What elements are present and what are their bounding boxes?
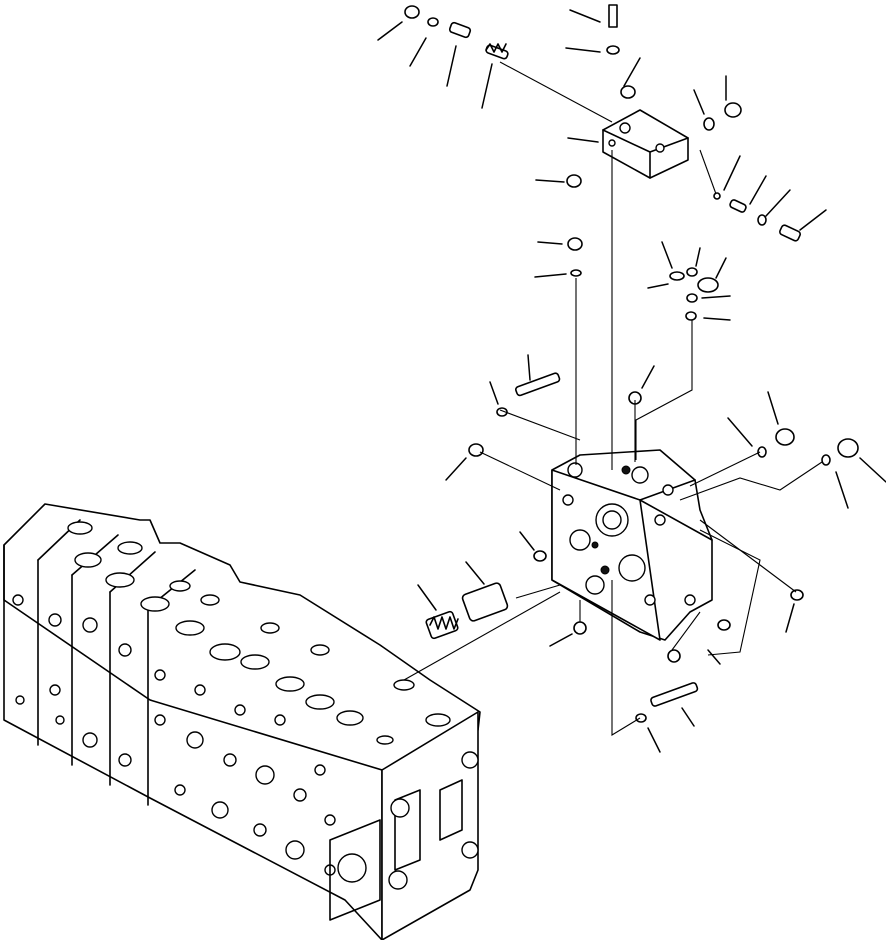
valve-section <box>551 449 713 641</box>
callout-leaders <box>377 9 886 753</box>
cover-block <box>602 109 689 179</box>
assembly-lines <box>403 61 823 736</box>
main-control-valve-body <box>3 503 481 940</box>
small-parts <box>404 4 859 723</box>
